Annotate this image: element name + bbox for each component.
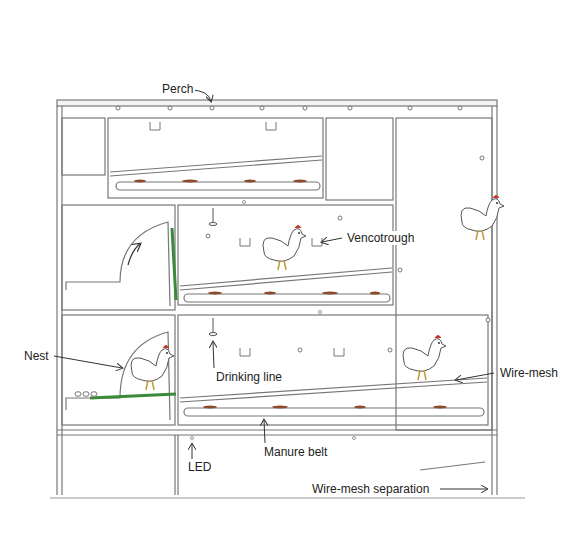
part-label: Manure belt — [262, 445, 329, 459]
part-label: Vencotrough — [345, 231, 416, 245]
part-label: Wire-mesh separation — [310, 482, 431, 496]
part-label: Wire-mesh — [498, 366, 560, 380]
part-label: LED — [186, 460, 213, 474]
part-label: Nest — [22, 349, 51, 363]
part-label: Drinking line — [214, 370, 284, 384]
part-label: Perch — [160, 82, 195, 96]
